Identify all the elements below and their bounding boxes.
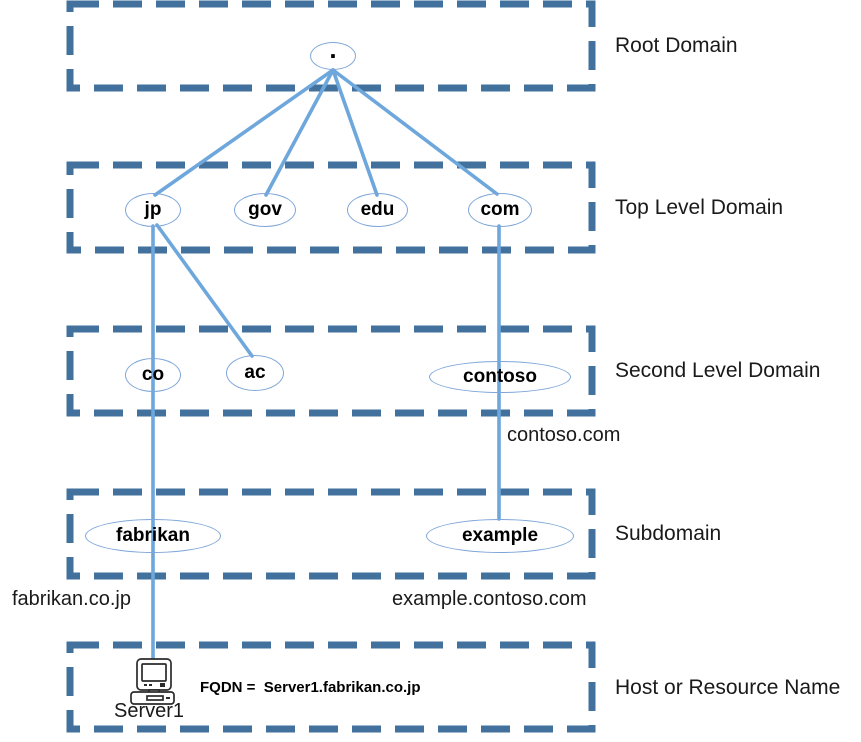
band-host-name-border [66,641,596,733]
connector-root-com [331,68,499,196]
node-ac: ac [226,355,284,391]
node-edu: edu [347,193,408,227]
band-subdomain-border [66,488,596,580]
fqdn-label: FQDN = Server1.fabrikan.co.jp [200,679,421,696]
node-example: example [426,519,574,553]
connector-root-jp [153,68,335,197]
node-fabrikan: fabrikan [85,519,221,553]
level-label-subdomain: Subdomain [615,522,722,545]
node-jp: jp [125,193,181,227]
computer-icon [130,658,175,705]
connector-root-gov [264,68,335,197]
band-top-level-domain-border [66,161,596,254]
annotation-example-contoso-com: example.contoso.com [392,588,587,610]
level-label-root-domain: Root Domain [615,34,738,57]
level-label-second-level-domain: Second Level Domain [615,359,821,382]
level-label-host-or-resource-name: Host or Resource Name [615,676,841,699]
level-label-top-level-domain: Top Level Domain [615,196,784,219]
node-contoso: contoso [429,361,571,393]
connector-jp-ac [155,223,254,358]
node-co: co [125,358,181,392]
node-gov: gov [234,193,296,227]
band-root-domain-border [66,0,596,92]
connector-root-edu [331,68,379,197]
annotation-fabrikan-co-jp: fabrikan.co.jp [12,588,131,610]
annotation-contoso-com: contoso.com [507,424,621,446]
node-root: . [310,34,356,70]
node-com: com [468,193,532,227]
band-second-level-domain-border [66,325,596,417]
server1-label: Server1 [114,700,185,722]
